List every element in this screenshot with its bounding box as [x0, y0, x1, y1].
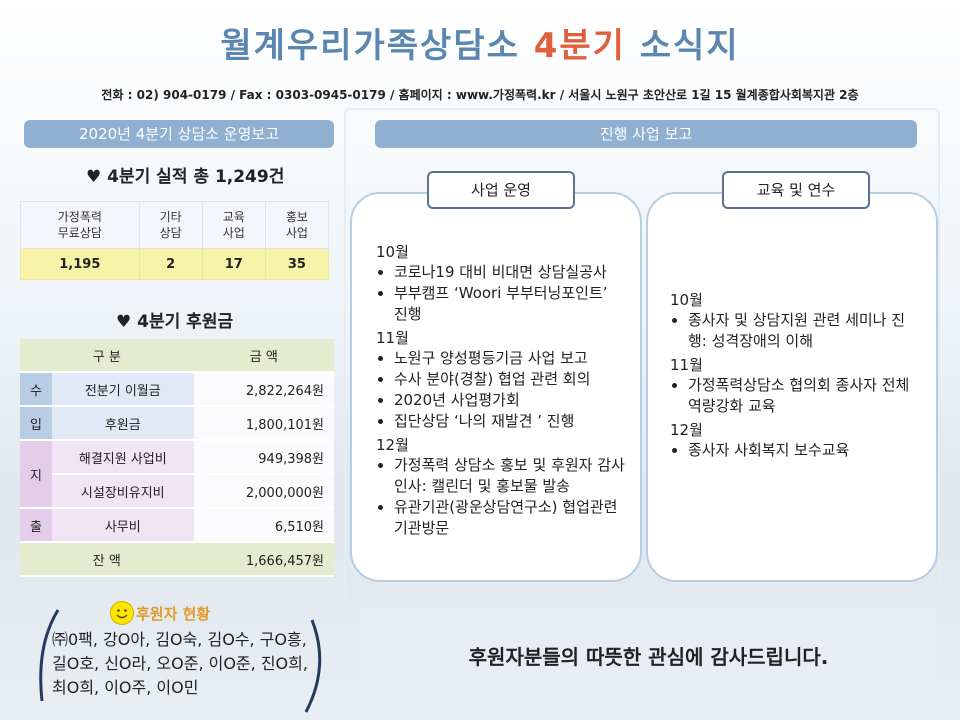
newsletter-title: 월계우리가족상담소 4분기 소식지 — [0, 18, 960, 67]
fund-row-amount: 949,398원 — [193, 440, 334, 475]
list-item: 2020년 사업평가회 — [394, 390, 626, 411]
stats-value: 2 — [138, 248, 203, 280]
title-text: 월계우리가족상담소 — [220, 26, 534, 66]
stats-value: 1,195 — [20, 248, 140, 280]
operations-panel — [350, 192, 642, 582]
operations-report-header: 2020년 4분기 상담소 운영보고 — [24, 120, 334, 148]
month-label: 12월 — [376, 436, 409, 454]
list-item: 유관기관(광운상담연구소) 협업관련 기관방문 — [394, 497, 626, 539]
dec-list: 종사자 사회복지 보수교육 — [670, 440, 915, 461]
report-frame — [344, 108, 940, 604]
stats-value: 17 — [201, 248, 266, 280]
list-item: 노원구 양성평등기금 사업 보고 — [394, 348, 626, 369]
fund-row-amount: 1,800,101원 — [193, 406, 334, 441]
education-title: 교육 및 연수 — [722, 171, 870, 209]
balance-amount: 1,666,457원 — [193, 542, 334, 577]
fund-row-name: 사무비 — [52, 508, 194, 543]
fund-row-amount: 6,510원 — [193, 508, 334, 543]
education-panel — [646, 192, 938, 582]
fund-row-amount: 2,000,000원 — [193, 474, 334, 509]
operations-content: 10월 코로나19 대비 비대면 상담실공사 부부캠프 ‘Woori 부부터닝포… — [376, 239, 626, 539]
fund-header-category: 구 분 — [20, 339, 194, 373]
balance-label: 잔 액 — [20, 542, 194, 577]
month-label: 12월 — [670, 421, 703, 439]
contact-info: 전화 : 02) 904-0179 / Fax : 0303-0945-0179… — [101, 88, 859, 102]
list-item: 수사 분야(경찰) 협업 관련 회의 — [394, 369, 626, 390]
list-item: 집단상담 ‘나의 재발견 ’ 진행 — [394, 411, 626, 432]
fund-row-amount: 2,822,264원 — [193, 372, 334, 407]
sponsor-list: ㈜0팩, 강O아, 김O숙, 김O수, 구O흥, 길O호, 신O라, 오O준, … — [52, 630, 308, 697]
oct-list: 종사자 및 상담지원 관련 세미나 진행: 성격장애의 이해 — [670, 310, 915, 352]
month-label: 11월 — [670, 356, 703, 374]
list-item: 부부캠프 ‘Woori 부부터닝포인트’ 진행 — [394, 283, 626, 325]
education-content: 10월 종사자 및 상담지원 관련 세미나 진행: 성격장애의 이해 11월 가… — [670, 287, 915, 461]
oct-list: 코로나19 대비 비대면 상담실공사 부부캠프 ‘Woori 부부터닝포인트’ … — [376, 262, 626, 325]
fund-row-name: 전분기 이월금 — [52, 372, 194, 407]
month-label: 10월 — [376, 243, 409, 261]
list-item: 가정폭력 상담소 홍보 및 후원자 감사인사: 캘린더 및 홍보물 발송 — [394, 455, 626, 497]
month-label: 11월 — [376, 329, 409, 347]
dec-list: 가정폭력 상담소 홍보 및 후원자 감사인사: 캘린더 및 홍보물 발송 유관기… — [376, 455, 626, 539]
list-item: 종사자 및 상담지원 관련 세미나 진행: 성격장애의 이해 — [688, 310, 915, 352]
nov-list: 가정폭력상담소 협의회 종사자 전체 역량강화 교육 — [670, 375, 915, 417]
fund-row-name: 시설장비유지비 — [52, 474, 194, 509]
list-item: 코로나19 대비 비대면 상담실공사 — [394, 262, 626, 283]
fund-table: 구 분 금 액 수 전분기 이월금 2,822,264원 입 후원금 1,800… — [20, 339, 334, 577]
smiley-icon — [110, 601, 134, 625]
list-item: 종사자 사회복지 보수교육 — [688, 440, 915, 461]
income-label: 입 — [20, 406, 52, 441]
bracket-right-decoration — [304, 619, 322, 713]
fund-row-name: 후원금 — [52, 406, 194, 441]
expense-label: 지 — [20, 440, 52, 509]
operations-title: 사업 운영 — [427, 171, 575, 209]
stats-value: 35 — [264, 248, 330, 280]
title-text-end: 소식지 — [625, 26, 740, 66]
sponsor-title: 후원자 현황 — [136, 605, 211, 623]
list-item: 가정폭력상담소 협의회 종사자 전체 역량강화 교육 — [688, 375, 915, 417]
fund-header-amount: 금 액 — [193, 339, 334, 373]
thanks-message: 후원자분들의 따뜻한 관심에 감사드립니다. — [360, 608, 937, 706]
nov-list: 노원구 양성평등기금 사업 보고 수사 분야(경찰) 협업 관련 회의 2020… — [376, 348, 626, 432]
project-report-header: 진행 사업 보고 — [375, 120, 917, 148]
performance-title: ♥ 4분기 실적 총 1,249건 — [86, 167, 285, 187]
title-highlight: 4분기 — [533, 26, 626, 66]
expense-label: 출 — [20, 508, 52, 543]
income-label: 수 — [20, 372, 52, 407]
fund-title: ♥ 4분기 후원금 — [116, 312, 234, 332]
fund-row-name: 해결지원 사업비 — [52, 440, 194, 475]
bracket-left-decoration — [39, 609, 60, 702]
month-label: 10월 — [670, 291, 703, 309]
